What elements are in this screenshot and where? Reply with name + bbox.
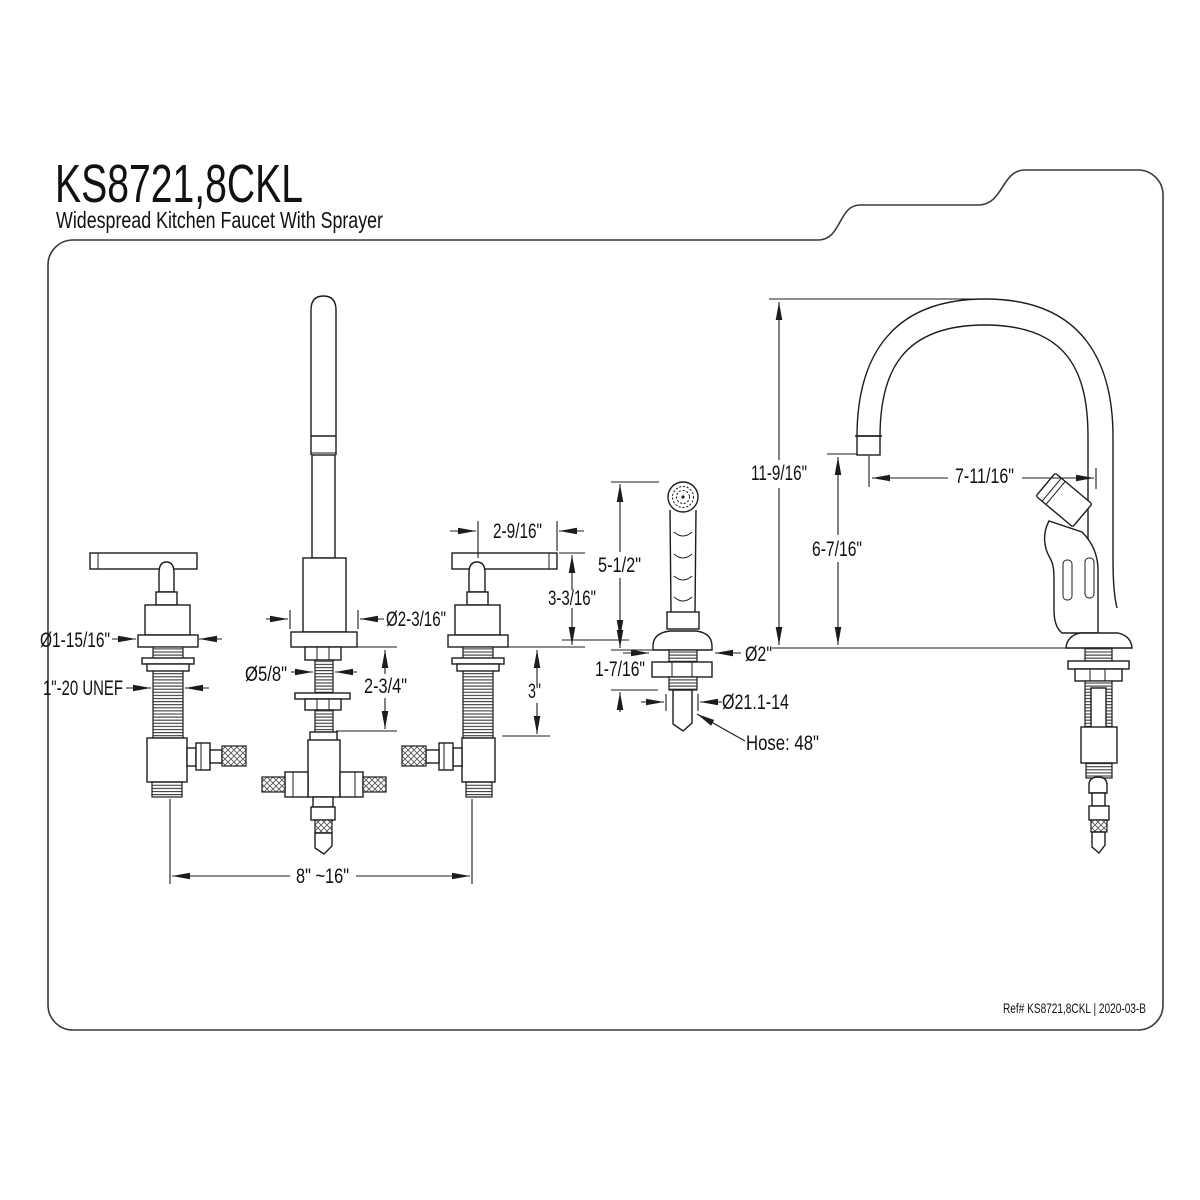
dim-sprayer-height: 5-1/2": [598, 554, 641, 577]
dim-handle-lever-length: 2-9/16": [493, 520, 542, 543]
dim-spout-base-diameter: Ø2-3/16": [386, 608, 446, 631]
dim-handle-shank-length: 3": [528, 680, 541, 703]
dim-spout-stud-diameter: Ø5/8": [245, 663, 287, 686]
dim-sprayer-base-diameter: Ø2": [745, 643, 772, 666]
dim-spout-stud-length: 2-3/4": [364, 675, 407, 698]
page-subtitle: Widespread Kitchen Faucet With Sprayer: [56, 207, 383, 233]
dim-handle-height: 3-3/16": [548, 587, 596, 610]
dim-handle-escutcheon-diameter: Ø1-15/16": [40, 629, 110, 652]
dim-spout-height: 11-9/16": [751, 462, 807, 485]
dim-spread-range: 8" ~16": [296, 865, 349, 888]
page-title: KS8721,8CKL: [55, 154, 303, 214]
faucet-assembly-drawing: [772, 298, 1133, 855]
right-handle-drawing: [401, 552, 558, 798]
side-sprayer-drawing: [651, 481, 713, 732]
dim-spout-reach: 7-11/16": [955, 465, 1014, 488]
dim-sprayer-shank-thread: Ø21.1-14: [722, 691, 789, 714]
dim-hose-length: Hose: 48": [746, 732, 819, 755]
dimension-annotations: Ø1-15/16" 1"-20 UNEF Ø5/8" 2-3/4" Ø2-3/1…: [40, 298, 1097, 888]
left-handle-drawing: [89, 552, 247, 798]
dim-handle-shank-thread: 1"-20 UNEF: [43, 677, 123, 700]
center-spout-drawing: [261, 295, 387, 855]
sheet-border: [47, 169, 1164, 1031]
ref-footer: Ref# KS8721,8CKL | 2020-03-B: [1003, 1000, 1146, 1016]
dim-spout-outlet-clearance: 6-7/16": [812, 538, 862, 561]
dim-sprayer-shank-length: 1-7/16": [595, 658, 645, 681]
